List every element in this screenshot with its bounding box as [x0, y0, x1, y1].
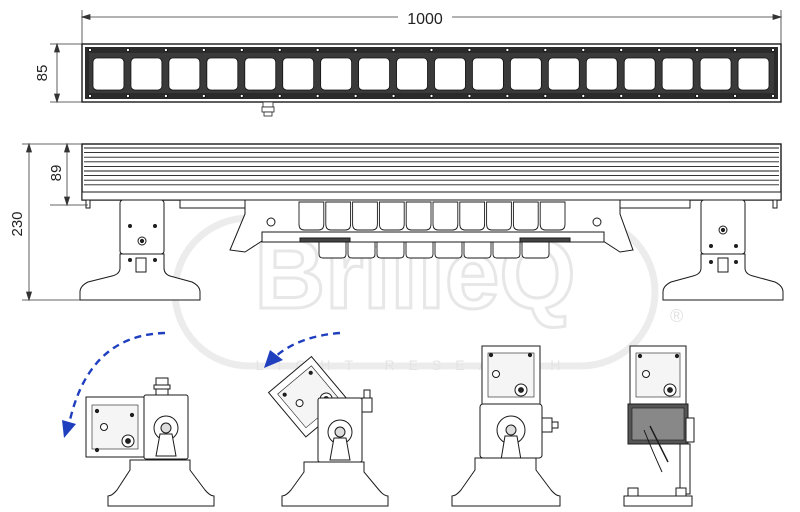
screw [733, 94, 737, 98]
led-cell [320, 57, 353, 91]
heatsink-fin-lower [521, 241, 550, 259]
heatsink-fin-lower [405, 241, 434, 259]
screw [277, 94, 282, 98]
screw [164, 48, 168, 52]
side-view-tilted-up [264, 331, 389, 507]
screw [771, 94, 775, 98]
heatsink-fin-lower [347, 241, 376, 259]
screw [695, 94, 699, 98]
led-cell [434, 57, 466, 91]
screw [164, 94, 168, 98]
side-view-assembly [79, 143, 784, 301]
screw [88, 48, 92, 52]
led-cell [737, 57, 770, 91]
screw [429, 48, 434, 52]
dimension-total-height [22, 142, 80, 302]
left-bracket [79, 199, 201, 301]
screw [202, 48, 206, 52]
side-view-upright-side [623, 345, 695, 507]
screw [202, 94, 206, 98]
screw [429, 94, 434, 98]
led-cell [509, 57, 542, 91]
heatsink-fin-lower [463, 241, 492, 259]
screw [619, 94, 624, 98]
screw [353, 48, 358, 52]
screw [619, 48, 624, 52]
dimension-front-height [50, 42, 82, 104]
dimension-label-front-height: 85 [34, 65, 51, 82]
screw [239, 48, 244, 52]
side-view-tilted-back [62, 331, 215, 507]
watermark-registered: ® [670, 306, 683, 326]
screw [581, 94, 586, 98]
led-cell [623, 57, 656, 91]
screw [467, 94, 472, 98]
screw [467, 48, 472, 52]
led-cell [585, 57, 618, 91]
heatsink-fin [512, 201, 539, 231]
led-cell [661, 57, 694, 91]
front-connector [261, 101, 275, 117]
led-cell [547, 57, 580, 91]
screw [543, 48, 548, 52]
side-view-upright-front [451, 345, 561, 507]
rotation-arrow-2 [275, 331, 341, 357]
heatsink-fin-lower [434, 241, 463, 259]
screw [505, 48, 510, 52]
heatsink-fin [539, 201, 566, 231]
led-cell [206, 57, 239, 91]
screw [88, 94, 92, 98]
led-cell [699, 57, 732, 91]
dimension-overall-length [80, 10, 783, 44]
front-view-bar [81, 43, 782, 117]
led-cell [92, 57, 125, 91]
screw [391, 94, 396, 98]
dimension-body-height [50, 142, 88, 207]
led-cell-row [92, 57, 770, 91]
heatsink-fin-lower [492, 241, 521, 259]
led-cell [282, 57, 315, 91]
led-cell [472, 57, 504, 91]
led-cell [244, 57, 277, 91]
heatsink-fin [432, 201, 459, 231]
screw [277, 48, 282, 52]
heatsink-fin-lower [376, 241, 405, 259]
screw [771, 48, 775, 52]
dimension-label-body-height: 89 [48, 165, 65, 182]
heatsink-fin [486, 201, 512, 231]
screw [391, 48, 396, 52]
led-cell [168, 57, 201, 91]
right-bracket [662, 199, 784, 301]
heatsink-fin [405, 201, 432, 231]
screw [315, 48, 320, 52]
screw [126, 94, 130, 98]
heatsink-fin [298, 201, 325, 231]
screw [733, 48, 737, 52]
screw [543, 94, 548, 98]
heatsink-fin [325, 201, 352, 231]
screw [695, 48, 699, 52]
screw [239, 94, 244, 98]
heatsink-fin-lower [318, 241, 347, 259]
heatsink-fin [352, 201, 378, 231]
led-cell [396, 57, 428, 91]
heatsink-fin [459, 201, 486, 231]
screw [353, 94, 358, 98]
driver-housing [179, 199, 691, 259]
dimension-label-length: 1000 [407, 11, 443, 28]
led-cell [358, 57, 390, 91]
rotation-arrow-1 [68, 331, 166, 421]
dimension-label-total-height: 230 [9, 211, 26, 236]
screw [581, 48, 586, 52]
screw [126, 48, 130, 52]
led-cell [130, 57, 163, 91]
screw [657, 48, 661, 52]
heatsink-fin [378, 201, 405, 231]
screw [315, 94, 320, 98]
screw [505, 94, 510, 98]
screw [657, 94, 661, 98]
